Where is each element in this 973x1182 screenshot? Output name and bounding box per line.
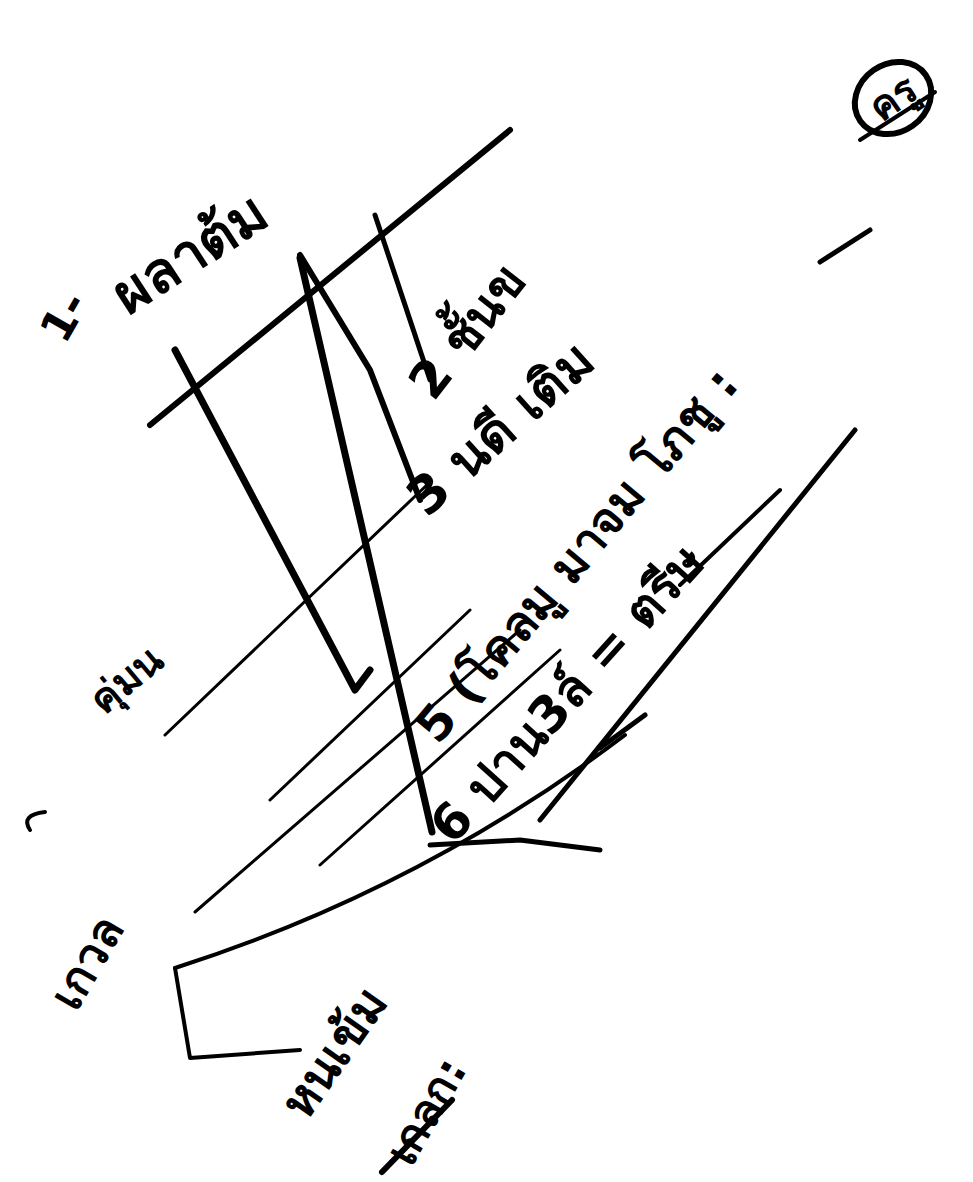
node-text: ครู bbox=[862, 68, 924, 128]
handwritten-label: ผลาต้ม bbox=[103, 183, 277, 323]
handwritten-label: เกลก: bbox=[379, 1051, 474, 1171]
circled-note: ครู bbox=[835, 42, 951, 155]
handwritten-label: คุ่มน bbox=[82, 638, 169, 720]
handwritten-label: 1- bbox=[33, 285, 96, 349]
handwritten-label: เกวล bbox=[42, 909, 131, 1017]
